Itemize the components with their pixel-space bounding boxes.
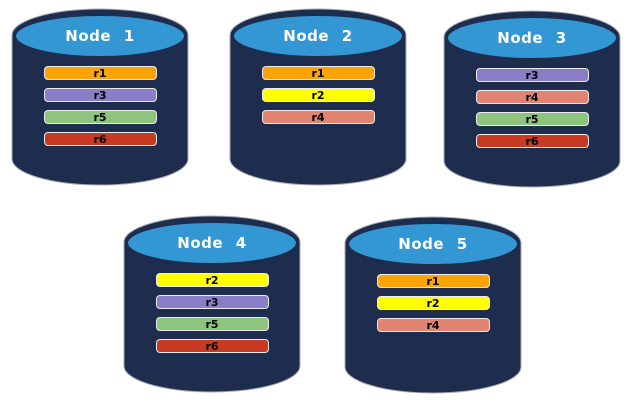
replica-list: r1 r2 r4: [229, 66, 407, 132]
replica-bar: r1: [376, 274, 490, 288]
replica-bar: r2: [261, 88, 375, 102]
replica-bar: r6: [475, 134, 589, 148]
replica-bar: r5: [43, 110, 157, 124]
database-node-4: Node 4 r2 r3 r5 r6: [123, 215, 301, 393]
replica-bar: r6: [43, 132, 157, 146]
replica-bar: r4: [376, 318, 490, 332]
replica-bar: r3: [155, 295, 269, 309]
replica-list: r1 r3 r5 r6: [11, 66, 189, 154]
replica-list: r2 r3 r5 r6: [123, 273, 301, 361]
replica-bar: r2: [376, 296, 490, 310]
replica-bar: r5: [475, 112, 589, 126]
replica-bar: r3: [475, 68, 589, 82]
replica-bar: r1: [261, 66, 375, 80]
replica-list: r3 r4 r5 r6: [443, 68, 621, 156]
node-label: Node 5: [398, 235, 468, 253]
node-label: Node 2: [283, 27, 353, 45]
replica-bar: r1: [43, 66, 157, 80]
node-label: Node 3: [497, 29, 567, 47]
database-node-5: Node 5 r1 r2 r4: [344, 216, 522, 394]
replica-bar: r6: [155, 339, 269, 353]
replica-bar: r2: [155, 273, 269, 287]
replica-bar: r4: [475, 90, 589, 104]
node-label: Node 1: [65, 27, 135, 45]
replica-bar: r5: [155, 317, 269, 331]
replica-bar: r4: [261, 110, 375, 124]
replica-bar: r3: [43, 88, 157, 102]
database-node-1: Node 1 r1 r3 r5 r6: [11, 8, 189, 186]
replica-list: r1 r2 r4: [344, 274, 522, 340]
node-label: Node 4: [177, 234, 247, 252]
database-node-2: Node 2 r1 r2 r4: [229, 8, 407, 186]
database-node-3: Node 3 r3 r4 r5 r6: [443, 10, 621, 188]
